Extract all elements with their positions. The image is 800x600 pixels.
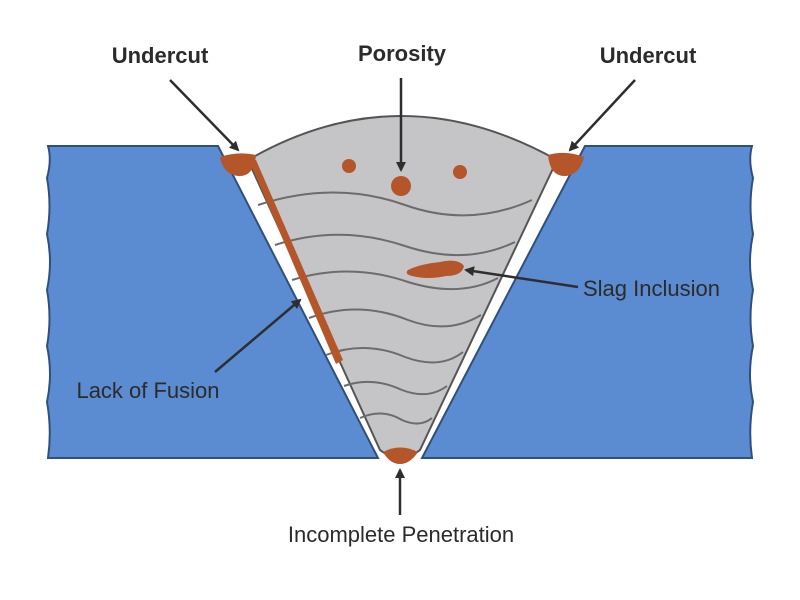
ripple-5 [325, 347, 464, 364]
porosity-pore-center [391, 176, 411, 196]
slag-inclusion-defect [406, 260, 464, 278]
ripple-6 [343, 380, 448, 396]
label-slag-inclusion: Slag Inclusion [583, 276, 720, 301]
ripple-2 [274, 233, 516, 257]
ripple-1 [257, 191, 533, 217]
arrow-undercut-right [568, 79, 636, 152]
label-undercut-right: Undercut [600, 43, 697, 68]
ripple-7 [359, 412, 433, 425]
leader-arrows [169, 78, 636, 515]
base-metal-right [420, 145, 755, 459]
ripple-4 [308, 308, 482, 328]
lack-of-fusion-defect [249, 160, 343, 364]
ripple-3 [291, 270, 499, 291]
undercut-right-defect [548, 152, 584, 177]
label-porosity: Porosity [358, 41, 447, 66]
label-undercut-left: Undercut [112, 43, 209, 68]
porosity-pore-right [453, 165, 467, 179]
incomplete-penetration-defect [383, 447, 418, 464]
undercut-left-defect [220, 153, 256, 177]
arrow-slag-inclusion [464, 266, 579, 289]
weld-ripples [257, 191, 533, 425]
label-lack-of-fusion: Lack of Fusion [76, 378, 219, 403]
label-incomplete-penetration: Incomplete Penetration [288, 522, 514, 547]
arrow-undercut-left [169, 79, 240, 152]
porosity-pore-left [342, 159, 356, 173]
arrow-lack-of-fusion [214, 298, 302, 373]
base-metal-left [45, 145, 380, 459]
